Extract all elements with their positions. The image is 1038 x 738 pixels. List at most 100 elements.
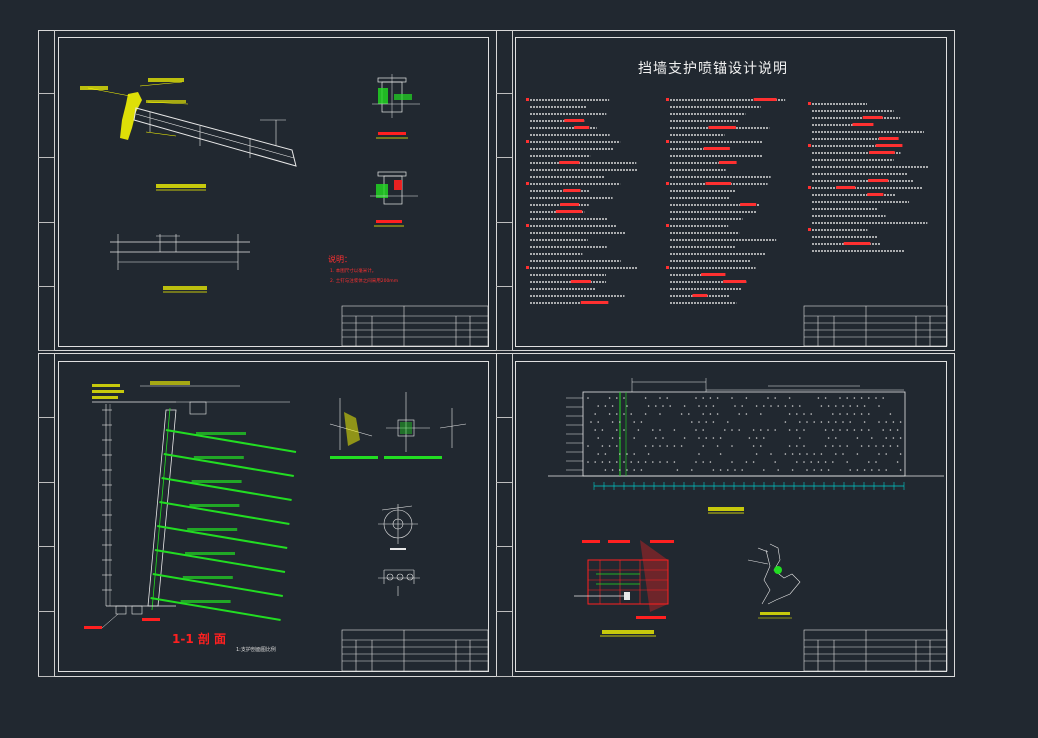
spray-point: [820, 421, 823, 423]
spray-point: [587, 397, 589, 399]
spray-point: [623, 461, 625, 463]
spray-point: [616, 429, 618, 431]
spray-point: [611, 421, 614, 423]
spec-highlight: [559, 161, 580, 164]
spray-point: [760, 445, 762, 447]
spray-point: [702, 397, 704, 399]
spray-point: [719, 469, 722, 471]
spray-point: [702, 429, 704, 431]
spec-highlight: [868, 179, 889, 182]
spray-point: [817, 461, 820, 463]
nail-label: [189, 504, 240, 507]
soil-nail: [163, 453, 294, 477]
spec-bullet: [666, 266, 669, 269]
spray-point: [846, 413, 848, 415]
soil-nail: [154, 549, 286, 573]
spray-point: [849, 421, 851, 423]
spray-point: [709, 461, 712, 463]
spray-point: [899, 469, 902, 471]
spec-bullet: [526, 140, 529, 143]
soil-nail: [150, 597, 281, 621]
spray-point: [640, 469, 643, 471]
spray-point: [846, 397, 848, 399]
spray-point: [666, 397, 668, 399]
spray-point: [619, 421, 621, 423]
spray-point: [724, 429, 726, 431]
spray-point: [616, 445, 618, 447]
spray-point: [716, 413, 719, 415]
spray-point: [755, 405, 758, 407]
spray-point: [813, 421, 815, 423]
nail-label: [196, 432, 246, 435]
spray-point: [601, 445, 604, 447]
spray-point: [702, 445, 704, 447]
spray-point: [623, 413, 625, 415]
spray-point: [601, 429, 604, 431]
spray-point: [871, 469, 873, 471]
spray-point: [676, 469, 679, 471]
spray-point: [853, 413, 856, 415]
spec-highlight: [718, 161, 737, 164]
spec-bullet: [526, 266, 529, 269]
spray-point: [788, 429, 791, 431]
spray-point: [860, 413, 863, 415]
spray-point: [868, 429, 870, 431]
spray-point: [799, 405, 801, 407]
spray-point: [896, 445, 899, 447]
sheet-4-border: [515, 361, 947, 672]
spray-point: [594, 429, 596, 431]
spray-point: [633, 437, 635, 439]
soil-nail: [157, 525, 288, 549]
sheet-1-border: [58, 37, 489, 347]
spray-point: [619, 453, 621, 455]
spray-point: [868, 413, 870, 415]
spray-point: [885, 453, 887, 455]
spec-highlight: [836, 186, 856, 189]
spray-point: [619, 469, 621, 471]
spray-point: [763, 437, 765, 439]
spray-point: [806, 453, 808, 455]
spray-point: [896, 429, 899, 431]
notes-heading: 说明：: [328, 255, 352, 264]
spray-point: [803, 429, 805, 431]
spec-highlight: [867, 193, 884, 196]
spray-point: [604, 469, 607, 471]
spray-point: [849, 469, 851, 471]
sheet-4-margin-strip: [496, 353, 513, 677]
spec-bullet: [526, 224, 529, 227]
spray-point: [868, 445, 870, 447]
spray-point: [791, 405, 794, 407]
spec-bullet: [666, 140, 669, 143]
spray-point: [863, 421, 866, 423]
spray-point: [803, 445, 805, 447]
spray-point: [680, 413, 683, 415]
spray-point: [709, 397, 712, 399]
spray-point: [899, 421, 902, 423]
spray-point: [738, 429, 740, 431]
spray-point: [752, 429, 755, 431]
spray-point: [652, 445, 654, 447]
spray-point: [712, 405, 715, 407]
spray-point: [647, 405, 650, 407]
spec-bullet: [808, 102, 811, 105]
spray-point: [702, 413, 704, 415]
soil-nail: [152, 573, 283, 597]
drain-hole-detail-drawing: [747, 543, 801, 619]
spray-point: [842, 421, 844, 423]
spray-point: [755, 453, 758, 455]
spec-highlight: [723, 280, 747, 283]
spec-highlight: [875, 144, 903, 147]
spray-point: [597, 437, 599, 439]
spray-point: [853, 429, 856, 431]
spray-point: [885, 437, 887, 439]
sheet-1-margin-strip: [38, 30, 55, 351]
detail-a-drawing: [372, 74, 420, 139]
spec-highlight: [570, 280, 591, 283]
spray-point: [652, 429, 654, 431]
spray-point: [863, 405, 866, 407]
spec-highlight: [560, 203, 580, 206]
nail-label: [182, 576, 233, 579]
spray-point: [788, 397, 791, 399]
spray-point: [860, 445, 863, 447]
